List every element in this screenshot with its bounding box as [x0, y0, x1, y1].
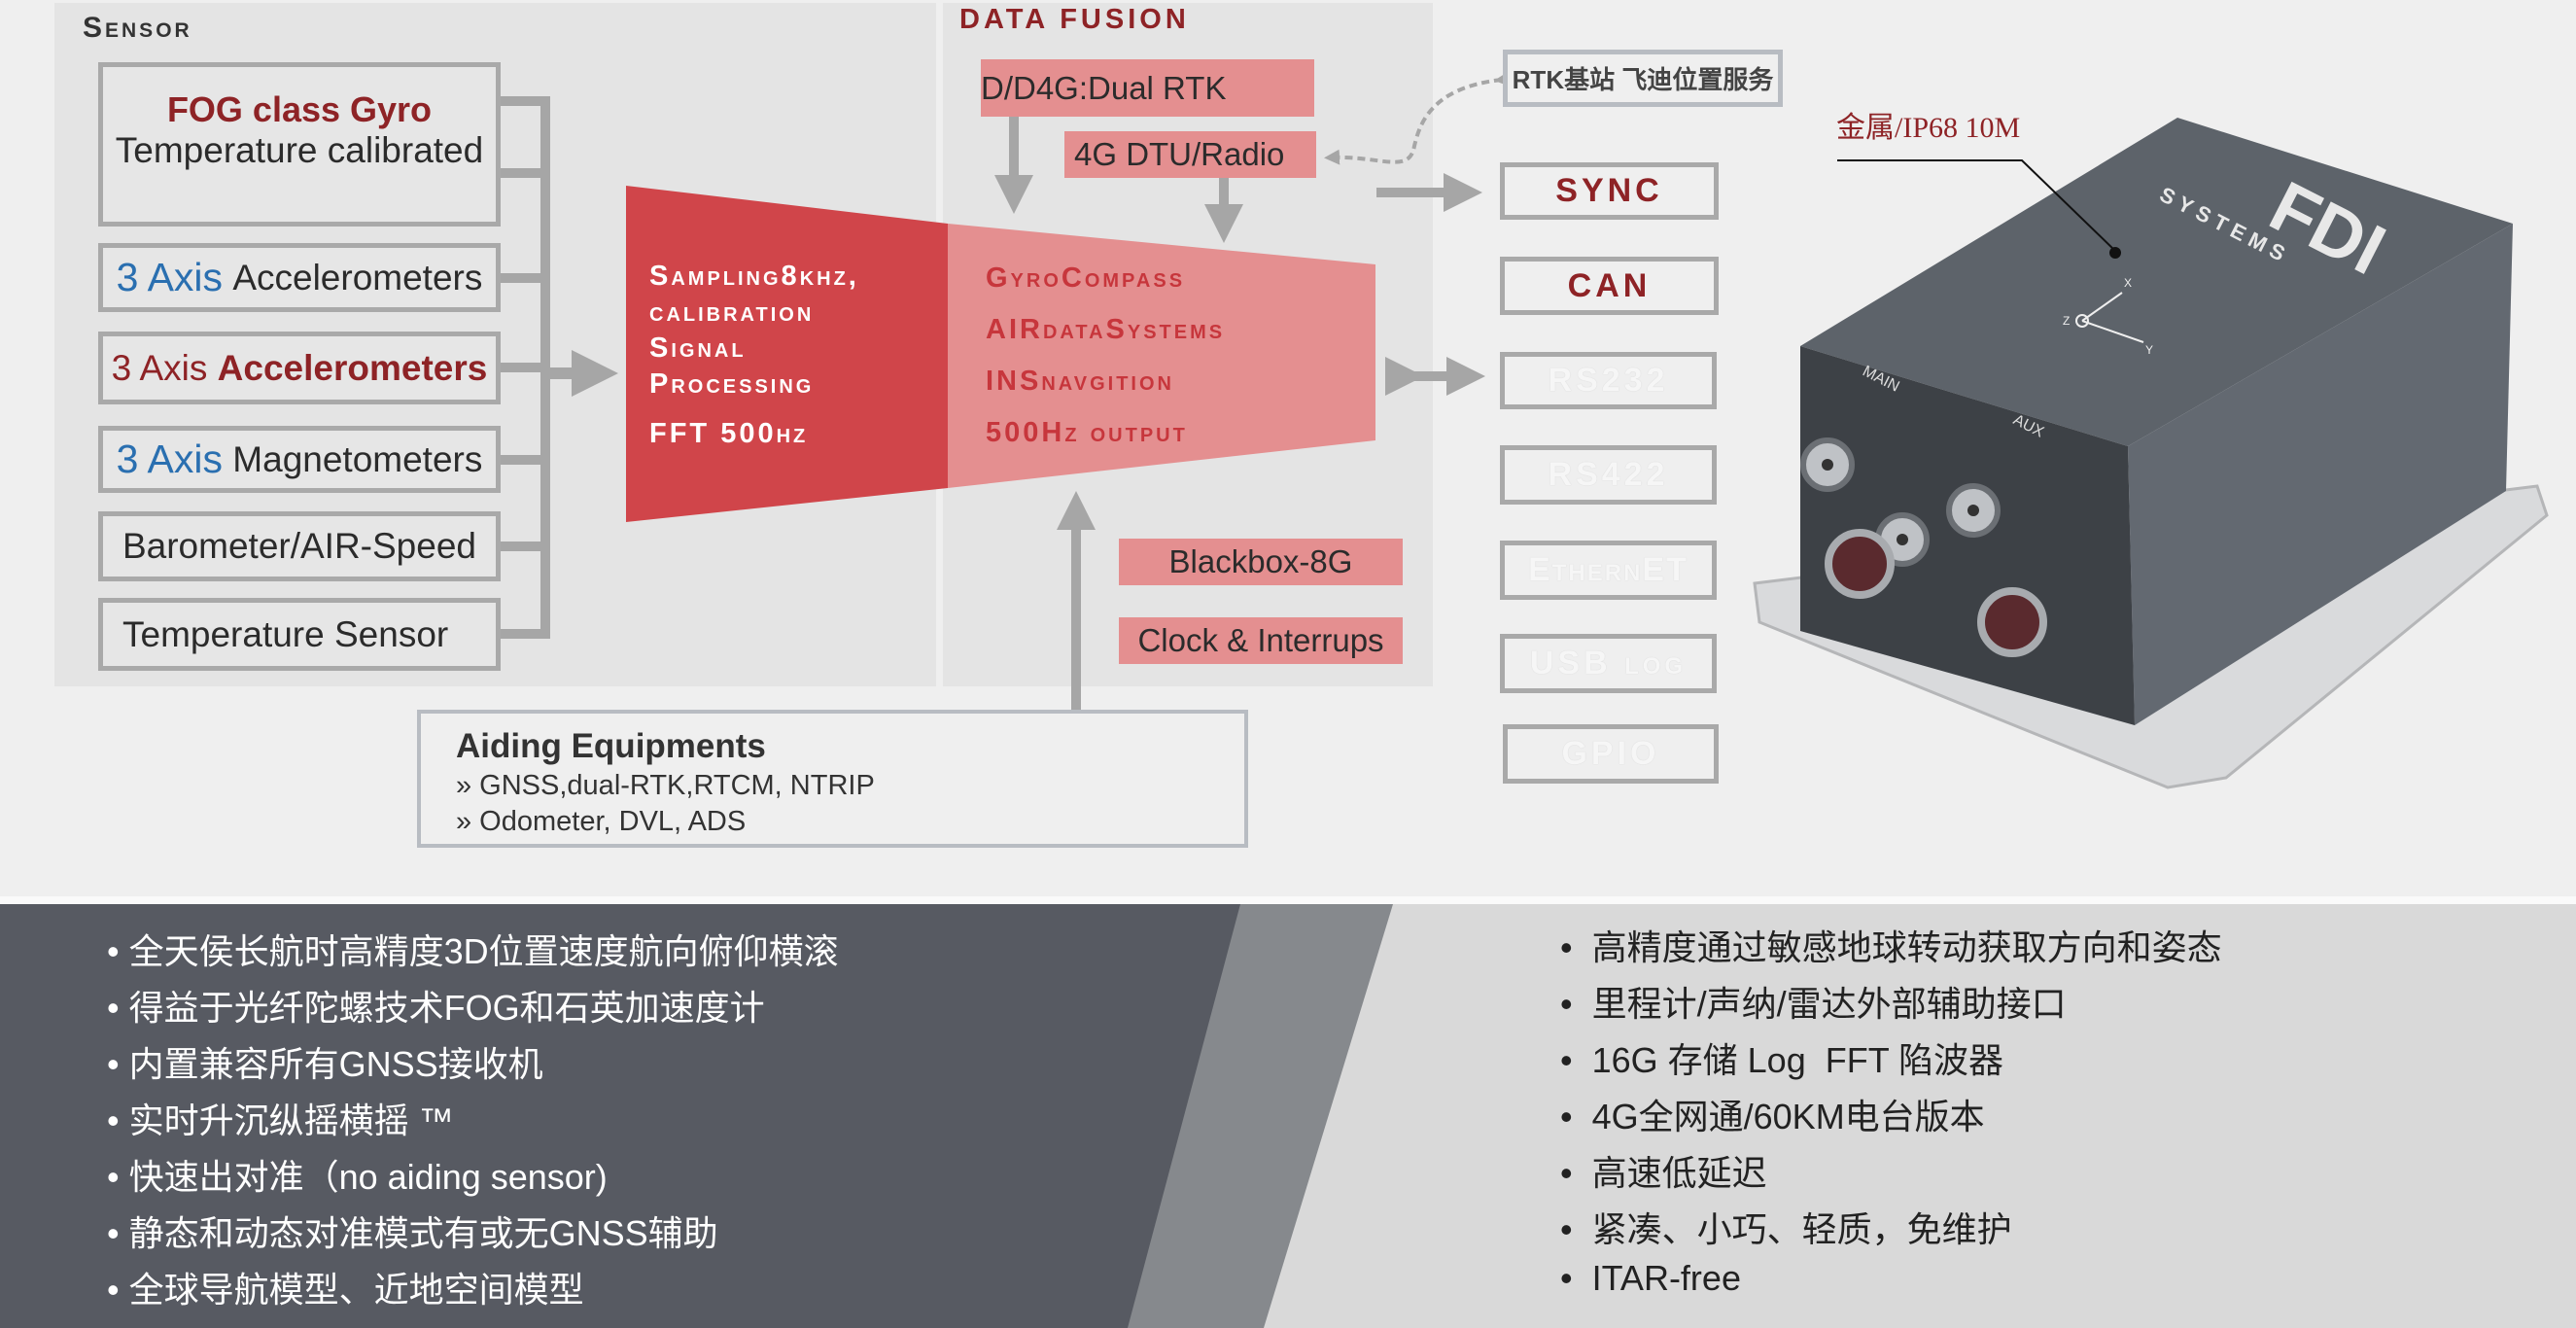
accelerometer-label: Accelerometers	[232, 257, 483, 297]
device-connectors	[1800, 437, 2047, 657]
fog-gyro-title: FOG class Gyro	[166, 88, 433, 129]
dual-rtk-box: D/D4G:Dual RTK	[981, 59, 1314, 117]
feature-text: 内置兼容所有GNSS接收机	[128, 1044, 543, 1084]
fog-gyro-box: FOG class Gyro Temperature calibrated	[98, 62, 501, 227]
sensor-bracket	[501, 96, 550, 639]
processing-line-1: Sampling8khz,	[649, 261, 859, 292]
axis-x-label: X	[2124, 276, 2132, 290]
feature-text: 全球导航模型、近地空间模型	[128, 1270, 584, 1310]
feature-text: ITAR-free	[1591, 1258, 1741, 1298]
temperature-sensor-box: Temperature Sensor	[98, 598, 501, 671]
feature-left-3: • 内置兼容所有GNSS接收机	[107, 1044, 543, 1084]
axis-marker	[2075, 292, 2144, 343]
callout-leader	[1837, 159, 2116, 252]
diagram-graphics	[501, 71, 1511, 710]
axis-z-label: Z	[2063, 314, 2070, 328]
feature-right-4: • 4G全网通/60KM电台版本	[1560, 1097, 1985, 1136]
device-callout-label: 金属/IP68 10M	[1836, 112, 2021, 144]
output-ins: INSnavgition	[986, 366, 1174, 397]
interface-rs422: RS422	[1500, 445, 1717, 505]
bottom-band	[0, 904, 2576, 1328]
feature-text: 4G全网通/60KM电台版本	[1591, 1097, 1985, 1136]
interface-ethernet: EthernET	[1500, 541, 1717, 600]
feature-left-5: • 快速出对准（no aiding sensor)	[107, 1157, 608, 1197]
feature-text: 全天侯长航时高精度3D位置速度航向俯仰横滚	[128, 931, 839, 971]
device-right-face	[2128, 224, 2513, 725]
callout-dot	[2109, 247, 2121, 259]
processing-line-5: FFT 500hz	[649, 418, 809, 449]
feature-right-5: • 高速低延迟	[1560, 1153, 1767, 1193]
aiding-equipments-box: Aiding Equipments » GNSS,dual-RTK,RTCM, …	[417, 710, 1248, 848]
clock-interrupts-box: Clock & Interrups	[1119, 617, 1403, 664]
feature-text: 高速低延迟	[1591, 1153, 1767, 1193]
rtk-service-box: RTK基站 飞迪位置服务	[1503, 50, 1783, 107]
feature-left-2: • 得益于光纤陀螺技术FOG和石英加速度计	[107, 988, 765, 1028]
feature-text: 紧凑、小巧、轻质，免维护	[1591, 1209, 2012, 1249]
feature-right-3: • 16G 存储 Log FFT 陷波器	[1560, 1040, 2004, 1080]
feature-left-6: • 静态和动态对准模式有或无GNSS辅助	[107, 1213, 718, 1253]
feature-right-1: • 高精度通过敏感地球转动获取方向和姿态	[1560, 927, 2222, 967]
feature-text: 得益于光纤陀螺技术FOG和石英加速度计	[128, 988, 765, 1028]
feature-right-2: • 里程计/声纳/雷达外部辅助接口	[1560, 984, 2067, 1024]
output-rate: 500Hz output	[986, 417, 1188, 448]
feature-left-1: • 全天侯长航时高精度3D位置速度航向俯仰横滚	[107, 931, 839, 971]
aiding-title: Aiding Equipments	[456, 727, 766, 765]
interface-rs232: RS232	[1500, 352, 1717, 409]
device-top-face	[1800, 118, 2513, 446]
magnetometer-label: Magnetometers	[232, 438, 483, 479]
feature-left-7: • 全球导航模型、近地空间模型	[107, 1270, 584, 1310]
processing-line-4: Processing	[649, 368, 815, 400]
dtu-radio-box: 4G DTU/Radio	[1064, 131, 1316, 178]
axis-y-label: Y	[2145, 343, 2153, 357]
fusion-trapezoid	[948, 224, 1375, 488]
aiding-item: » Odometer, DVL, ADS	[456, 806, 747, 837]
interface-usb-log: USB log	[1500, 634, 1717, 693]
output-gyrocompass: GyroCompass	[986, 262, 1186, 294]
interface-can: CAN	[1500, 257, 1719, 315]
accelerometer-label: Accelerometers	[217, 347, 488, 388]
blackbox-box: Blackbox-8G	[1119, 539, 1403, 585]
processing-line-3: Signal	[649, 332, 747, 364]
feature-text: 静态和动态对准模式有或无GNSS辅助	[128, 1213, 718, 1253]
processing-trapezoid	[626, 186, 948, 522]
fog-gyro-subtitle: Temperature calibrated	[115, 129, 484, 170]
rtk-dashed-link	[1324, 71, 1511, 165]
device-illustration: FDI SYSTEMS MAIN AUX X Y Z	[1753, 118, 2549, 789]
output-airdata: AIRdataSystems	[986, 314, 1226, 345]
accelerometer-prefix: 3 Axis	[116, 255, 224, 299]
feature-text: 实时升沉纵摇横摇 ™	[128, 1101, 454, 1140]
feature-left-4: • 实时升沉纵摇横摇 ™	[107, 1101, 454, 1140]
feature-text: 16G 存储 Log FFT 陷波器	[1591, 1040, 2004, 1080]
divider	[0, 896, 2576, 904]
accelerometer-prefix: 3 Axis	[111, 347, 208, 388]
accelerometer-box-1: 3 Axis Accelerometers	[98, 243, 501, 312]
feature-right-6: • 紧凑、小巧、轻质，免维护	[1560, 1209, 2012, 1249]
sensor-title: Sensor	[83, 12, 192, 44]
interface-sync: SYNC	[1500, 162, 1719, 220]
barometer-box: Barometer/AIR-Speed	[98, 511, 501, 581]
data-fusion-title: DATA FUSION	[959, 4, 1190, 35]
feature-text: 快速出对准（no aiding sensor)	[128, 1157, 608, 1197]
magnetometer-prefix: 3 Axis	[116, 437, 224, 481]
accelerometer-box-2: 3 Axis Accelerometers	[98, 332, 501, 404]
feature-text: 里程计/声纳/雷达外部辅助接口	[1591, 984, 2067, 1024]
feature-right-7: • ITAR-free	[1560, 1258, 1741, 1298]
processing-line-2: calibration	[649, 297, 815, 328]
feature-text: 高精度通过敏感地球转动获取方向和姿态	[1591, 927, 2222, 967]
aiding-item: » GNSS,dual-RTK,RTCM, NTRIP	[456, 770, 875, 801]
magnetometer-box: 3 Axis Magnetometers	[98, 426, 501, 493]
interface-gpio: GPIO	[1503, 724, 1719, 784]
